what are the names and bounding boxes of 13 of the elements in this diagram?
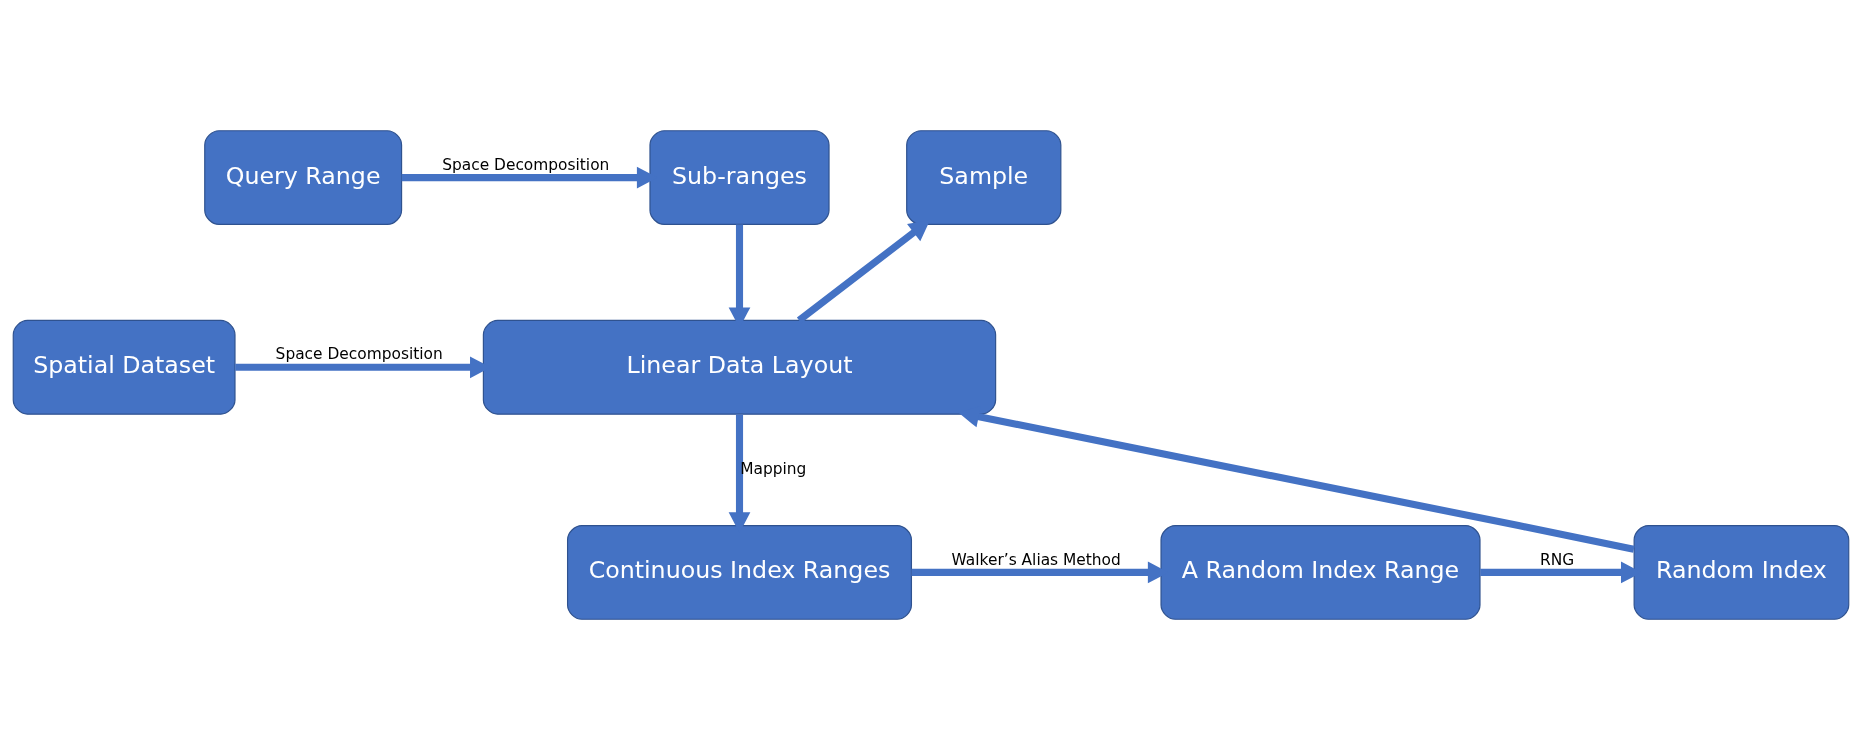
node-box: Linear Data Layout	[482, 319, 997, 415]
edge-label: Walker’s Alias Method	[951, 550, 1121, 569]
edge-label: Space Decomposition	[275, 345, 443, 364]
node-box: Sample	[906, 130, 1062, 225]
node-box: Sub-ranges	[649, 130, 830, 225]
arrow	[796, 219, 931, 324]
edge-label: RNG	[1539, 550, 1575, 569]
node-box: Query Range	[204, 130, 403, 225]
node-box: Random Index	[1633, 525, 1850, 620]
edge-label: Space Decomposition	[442, 155, 610, 174]
node-box: Continuous Index Ranges	[567, 525, 913, 620]
node-box: Spatial Dataset	[12, 319, 236, 415]
node-box: A Random Index Range	[1160, 525, 1481, 620]
